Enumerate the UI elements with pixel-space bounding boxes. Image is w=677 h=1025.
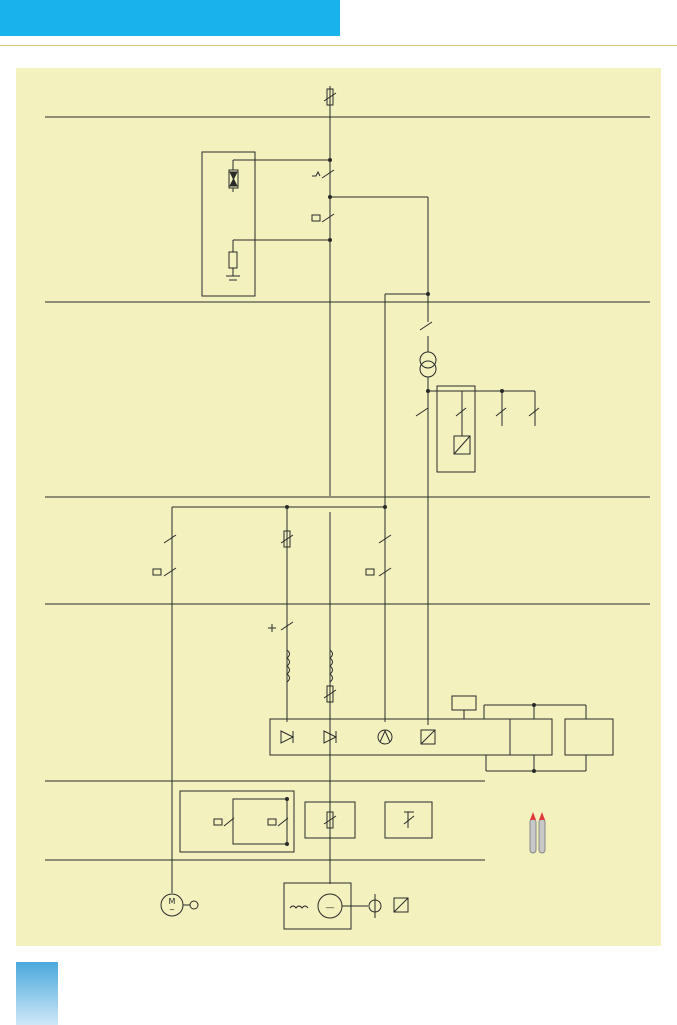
field-winding-icon bbox=[289, 905, 309, 909]
motor-subscript: ~ bbox=[169, 906, 175, 914]
dc-motor-symbol: — bbox=[326, 903, 335, 913]
footer-accent-box bbox=[16, 962, 58, 1025]
starter-box-outer bbox=[179, 790, 295, 853]
center-box-fuse-icon bbox=[323, 811, 337, 829]
inductor-right-icon bbox=[329, 649, 333, 683]
converter-bottom-icon bbox=[393, 897, 409, 913]
protection-box bbox=[201, 151, 256, 297]
starter-relay-right-icon bbox=[267, 817, 289, 827]
center-fuse-icon bbox=[280, 530, 294, 548]
pump-icon bbox=[377, 729, 393, 745]
tacho-icon bbox=[189, 900, 199, 910]
fuse-box-right bbox=[384, 801, 433, 839]
single-line-diagram: M ~ — bbox=[16, 68, 661, 946]
left-breaker-icon bbox=[152, 534, 177, 577]
fuse-box-center bbox=[304, 801, 356, 839]
lower-fuse-icon bbox=[323, 685, 337, 703]
disconnector-icon bbox=[268, 621, 294, 632]
junction-dots bbox=[285, 158, 536, 846]
starter-relay-left-icon bbox=[213, 817, 235, 827]
motor-letter: M bbox=[169, 897, 176, 906]
gas-cylinder-icon bbox=[529, 812, 546, 854]
top-fuse-icon bbox=[323, 88, 337, 106]
breaker-top-icon bbox=[312, 169, 335, 179]
converter-box bbox=[436, 385, 476, 473]
header-rule bbox=[0, 45, 677, 46]
right-breaker-icon bbox=[365, 534, 392, 577]
hourglass-icon bbox=[229, 171, 238, 187]
auxiliary-box bbox=[564, 718, 614, 756]
breaker-relay-icon bbox=[311, 213, 335, 223]
starter-box-inner bbox=[232, 798, 288, 845]
thyristor-left-icon bbox=[280, 730, 295, 744]
thyristor-right-icon bbox=[323, 730, 338, 744]
inductor-left-icon bbox=[286, 649, 290, 683]
converter-small-icon bbox=[420, 729, 436, 745]
header-accent-bar bbox=[0, 0, 340, 36]
controller-box bbox=[509, 718, 553, 756]
